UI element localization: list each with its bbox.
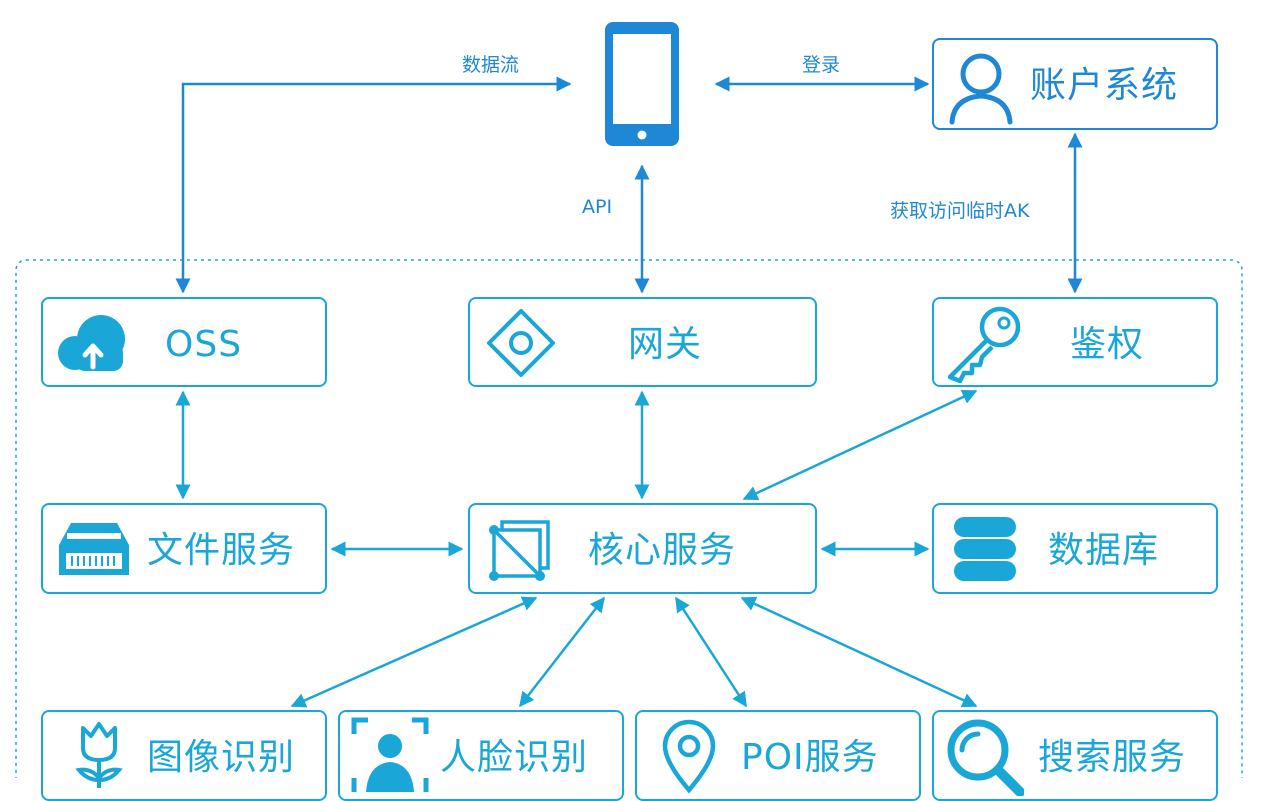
gateway-diamond-icon [487, 309, 555, 377]
api-label: API [582, 196, 613, 218]
cloud-upload-icon [58, 315, 125, 371]
core-face-connector [519, 596, 605, 708]
map-pin-icon [662, 719, 716, 794]
architecture-diagram: 数据流 登录 API 获取访问临时AK 账户系统 OSS 网关 [15, 22, 1243, 801]
data-flow-label: 数据流 [462, 54, 520, 76]
service-boundary [15, 259, 1243, 778]
face-scan-icon [351, 717, 429, 792]
poi-service-node: POI服务 [635, 710, 921, 801]
oss-node: OSS [41, 297, 327, 387]
core-poi-connector [674, 596, 748, 708]
file-service-node: 文件服务 [41, 503, 327, 594]
core-search-connector [740, 596, 978, 708]
image-recognition-label: 图像识别 [147, 737, 296, 778]
data-flow-connector [175, 76, 572, 294]
database-icon [954, 517, 1016, 581]
tulip-icon [75, 722, 123, 788]
auth-label: 鉴权 [1070, 324, 1145, 365]
search-service-node: 搜索服务 [932, 710, 1218, 801]
gateway-node: 网关 [468, 297, 817, 387]
key-icon [947, 306, 1021, 383]
user-icon [949, 53, 1013, 125]
hard-drive-icon [59, 523, 129, 575]
database-node: 数据库 [932, 503, 1218, 594]
core-image-connector [290, 596, 538, 708]
search-service-label: 搜索服务 [1038, 737, 1187, 778]
oss-label: OSS [165, 324, 243, 365]
file-service-label: 文件服务 [147, 530, 296, 571]
auth-core-connector [742, 389, 978, 501]
magnifier-icon [947, 719, 1024, 796]
connectors [15, 22, 1243, 778]
account-label: 账户系统 [1030, 65, 1179, 106]
temp-ak-label: 获取访问临时AK [890, 200, 1030, 222]
auth-node: 鉴权 [932, 297, 1218, 387]
gateway-label: 网关 [628, 324, 703, 365]
face-recognition-node: 人脸识别 [338, 710, 624, 801]
database-label: 数据库 [1048, 530, 1160, 571]
image-recognition-node: 图像识别 [41, 710, 327, 801]
account-system-node: 账户系统 [932, 38, 1218, 130]
smartphone-icon [605, 22, 679, 146]
face-recognition-label: 人脸识别 [440, 737, 589, 778]
core-service-node: 核心服务 [468, 503, 817, 594]
poi-service-label: POI服务 [741, 737, 879, 778]
core-service-label: 核心服务 [588, 530, 737, 571]
core-layers-icon [489, 520, 550, 581]
login-label: 登录 [802, 54, 841, 76]
